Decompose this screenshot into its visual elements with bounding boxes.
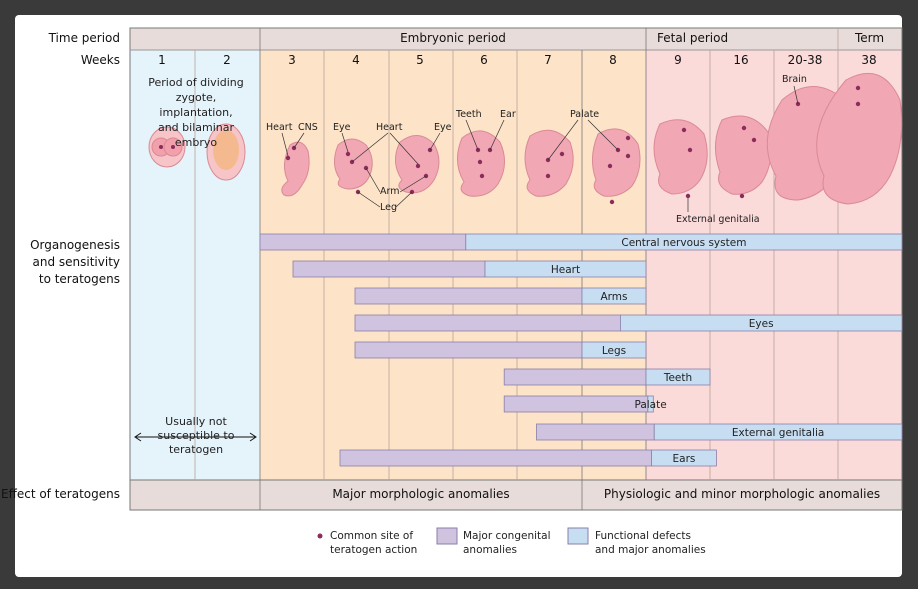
legend-functional-swatch <box>567 527 589 545</box>
week-label-16: 16 <box>733 53 749 67</box>
weeks-label: Weeks <box>80 53 120 67</box>
week-label-1: 1 <box>158 53 166 67</box>
bar-functional-ears <box>651 449 717 467</box>
label-cns: CNS <box>298 122 318 133</box>
pointer-lines <box>281 85 799 212</box>
bar-label-heart: Heart <box>551 264 580 276</box>
bar-functional-palate <box>647 395 654 413</box>
effect-row-bg <box>130 480 902 510</box>
effect-label: Effect of teratogens <box>0 487 120 501</box>
bar-major-palate <box>503 395 649 413</box>
bar-label-palate: Palate <box>634 399 666 411</box>
bar-label-ears: Ears <box>673 453 696 465</box>
bar-label-legs: Legs <box>602 345 626 357</box>
legend-major-swatch <box>436 527 458 545</box>
week-label-20-38: 20-38 <box>787 53 823 67</box>
bar-functional-teeth <box>645 368 711 386</box>
bar-major-teeth <box>503 368 647 386</box>
bar-functional-heart <box>484 260 647 278</box>
zygote-illustration <box>148 126 186 168</box>
effect-major: Major morphologic anomalies <box>332 487 510 501</box>
bar-label-eyes: Eyes <box>749 318 774 330</box>
bar-functional-arms <box>581 287 647 305</box>
label-eye-wk5: Eye <box>434 122 452 133</box>
label-palate: Palate <box>570 109 600 120</box>
bar-major-legs <box>354 341 583 359</box>
effect-minor: Physiologic and minor morphologic anomal… <box>603 487 881 501</box>
bar-major-arms <box>354 287 583 305</box>
early-period-note: Period of dividing zygote, implantation,… <box>148 76 244 149</box>
week-label-7: 7 <box>544 53 552 67</box>
bar-major-heart <box>292 260 486 278</box>
time-period-label: Time period <box>48 31 120 45</box>
bar-functional-eyes <box>620 314 903 332</box>
legend-dot-swatch <box>317 533 323 539</box>
bar-functional-central-nervous-system <box>465 233 903 251</box>
embryonic-period-header: Embryonic period <box>400 31 506 45</box>
label-heart: Heart <box>266 122 293 133</box>
week-label-3: 3 <box>288 53 296 67</box>
bar-functional-legs <box>581 341 647 359</box>
bar-major-eyes <box>354 314 621 332</box>
week-label-5: 5 <box>416 53 424 67</box>
bar-major-ears <box>339 449 652 467</box>
bar-label-teeth: Teeth <box>663 372 692 384</box>
week-label-8: 8 <box>609 53 617 67</box>
bar-functional-external-genitalia <box>653 423 903 441</box>
bar-label-arms: Arms <box>600 291 627 303</box>
blastocyst-illustration <box>206 123 246 181</box>
label-heart-wk5: Heart <box>376 122 403 133</box>
bar-label-external-genitalia: External genitalia <box>732 427 824 439</box>
label-arm: Arm <box>380 186 400 197</box>
label-external-genitalia: External genitalia <box>676 214 760 225</box>
week-label-38: 38 <box>861 53 877 67</box>
bar-major-central-nervous-system <box>259 233 467 251</box>
bar-major-external-genitalia <box>536 423 655 441</box>
not-susceptible-note: Usually not susceptible to teratogen <box>157 415 235 456</box>
label-ear: Ear <box>500 109 516 120</box>
fetal-period-header: Fetal period <box>657 31 729 45</box>
table-border <box>129 27 903 511</box>
not-susceptible-arrow <box>134 432 257 442</box>
label-brain: Brain <box>782 74 807 85</box>
label-teeth: Teeth <box>456 109 482 120</box>
week-label-2: 2 <box>223 53 231 67</box>
time-period-row-bg <box>130 28 902 50</box>
bar-label-central-nervous-system: Central nervous system <box>621 237 746 249</box>
organogenesis-label: Organogenesis and sensitivity to teratog… <box>30 238 120 286</box>
week-label-4: 4 <box>352 53 360 67</box>
week-label-9: 9 <box>674 53 682 67</box>
label-leg: Leg <box>380 202 398 213</box>
organ-bars: Central nervous systemHeartArmsEyesLegsT… <box>259 233 903 467</box>
label-eye: Eye <box>333 122 351 133</box>
term-header: Term <box>855 31 885 45</box>
week-label-6: 6 <box>480 53 488 67</box>
